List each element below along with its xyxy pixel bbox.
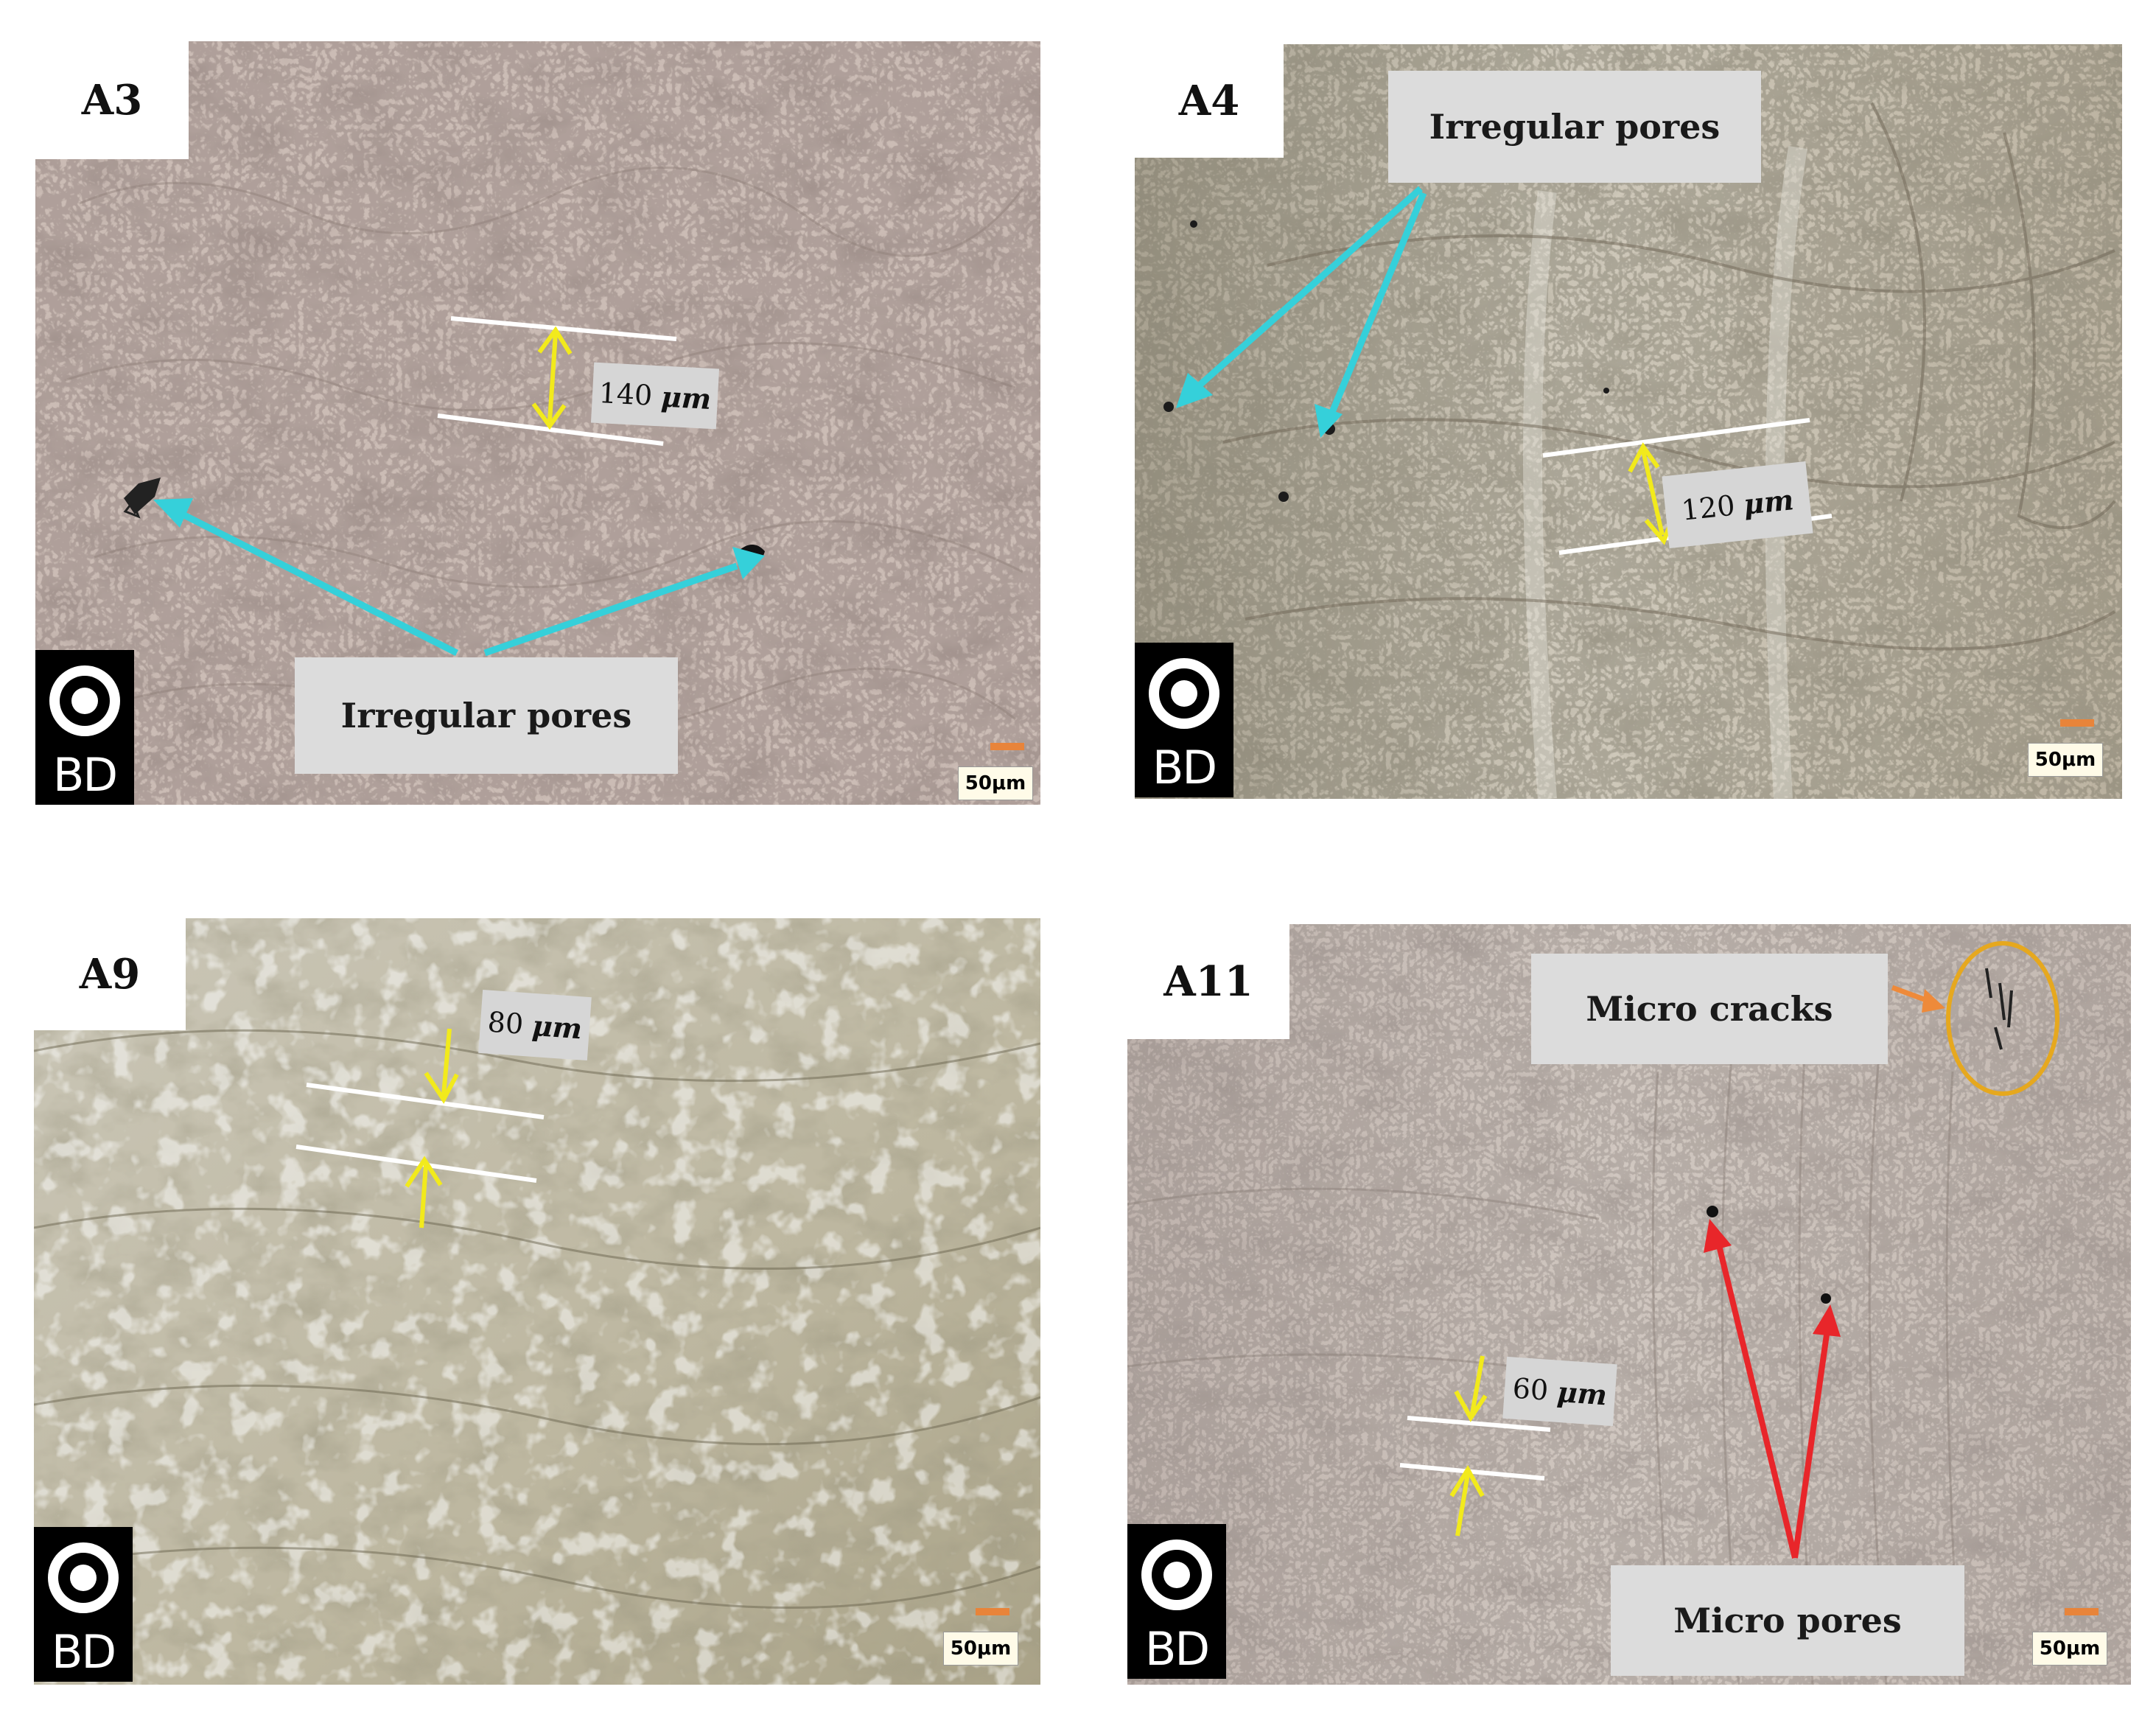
callout-irregular-pores-a4: Irregular pores — [1388, 71, 1761, 183]
bd-text-a11: BD — [1144, 1622, 1210, 1676]
scale-bar-label-a11: 50μm — [2032, 1632, 2107, 1666]
callout-micro-cracks-a11: Micro cracks — [1531, 954, 1888, 1064]
measurement-unit-a9: μm — [531, 1008, 584, 1045]
scale-bar-a11: 50μm — [2032, 1607, 2109, 1666]
micrograph-panel-a9: A9 80 μm BD 50μm — [34, 918, 1040, 1685]
scale-bar-line-a3 — [990, 743, 1024, 750]
micrograph-image-a4 — [1135, 44, 2122, 799]
micrograph-panel-a3: A3 140 μm Irregular pores BD 50μm — [35, 41, 1040, 805]
scale-bar-a3: 50μm — [958, 741, 1035, 800]
bd-orientation-a11: BD — [1127, 1524, 1226, 1679]
bd-orientation-a3: BD — [35, 650, 134, 805]
bd-text-a9: BD — [51, 1625, 116, 1679]
measurement-label-a11: 60 μm — [1502, 1356, 1617, 1427]
bd-target-icon — [1149, 658, 1219, 729]
measurement-unit-a4: μm — [1741, 482, 1796, 521]
callout-micro-pores-a11: Micro pores — [1611, 1565, 1964, 1676]
scale-bar-label-a4: 50μm — [2028, 743, 2103, 777]
measurement-value-a11: 60 — [1511, 1371, 1550, 1407]
bd-orientation-a9: BD — [34, 1527, 133, 1682]
scale-bar-label-a3: 50μm — [958, 766, 1033, 800]
micrograph-panel-a4: A4 Irregular pores 120 μm BD 50μm — [1135, 44, 2122, 799]
scale-bar-a4: 50μm — [2028, 718, 2104, 777]
micrograph-panel-a11: A11 Micro cracks 60 μm Micro pores BD 50… — [1127, 924, 2131, 1685]
scale-bar-line-a11 — [2065, 1608, 2099, 1615]
bd-target-icon — [1141, 1539, 1212, 1610]
measurement-label-a4: 120 μm — [1662, 461, 1813, 548]
panel-label-a9: A9 — [34, 918, 186, 1030]
bd-target-icon — [48, 1542, 119, 1613]
measurement-value-a3: 140 — [598, 377, 654, 412]
scale-bar-line-a4 — [2060, 719, 2094, 727]
scale-bar-label-a9: 50μm — [943, 1632, 1018, 1666]
panel-label-a11: A11 — [1127, 924, 1289, 1039]
measurement-value-a9: 80 — [486, 1005, 525, 1041]
measurement-value-a4: 120 — [1679, 489, 1737, 527]
measurement-label-a3: 140 μm — [590, 362, 720, 430]
panel-label-a4: A4 — [1135, 44, 1284, 158]
callout-irregular-pores-a3: Irregular pores — [295, 657, 678, 774]
scale-bar-a9: 50μm — [943, 1607, 1020, 1666]
bd-orientation-a4: BD — [1135, 643, 1233, 797]
measurement-unit-a3: μm — [660, 379, 713, 416]
bd-target-icon — [49, 665, 120, 736]
bd-text-a3: BD — [52, 748, 118, 802]
scale-bar-line-a9 — [976, 1608, 1009, 1615]
bd-text-a4: BD — [1152, 741, 1217, 794]
measurement-label-a9: 80 μm — [478, 989, 592, 1061]
panel-label-a3: A3 — [35, 41, 189, 159]
measurement-unit-a11: μm — [1555, 1374, 1609, 1411]
